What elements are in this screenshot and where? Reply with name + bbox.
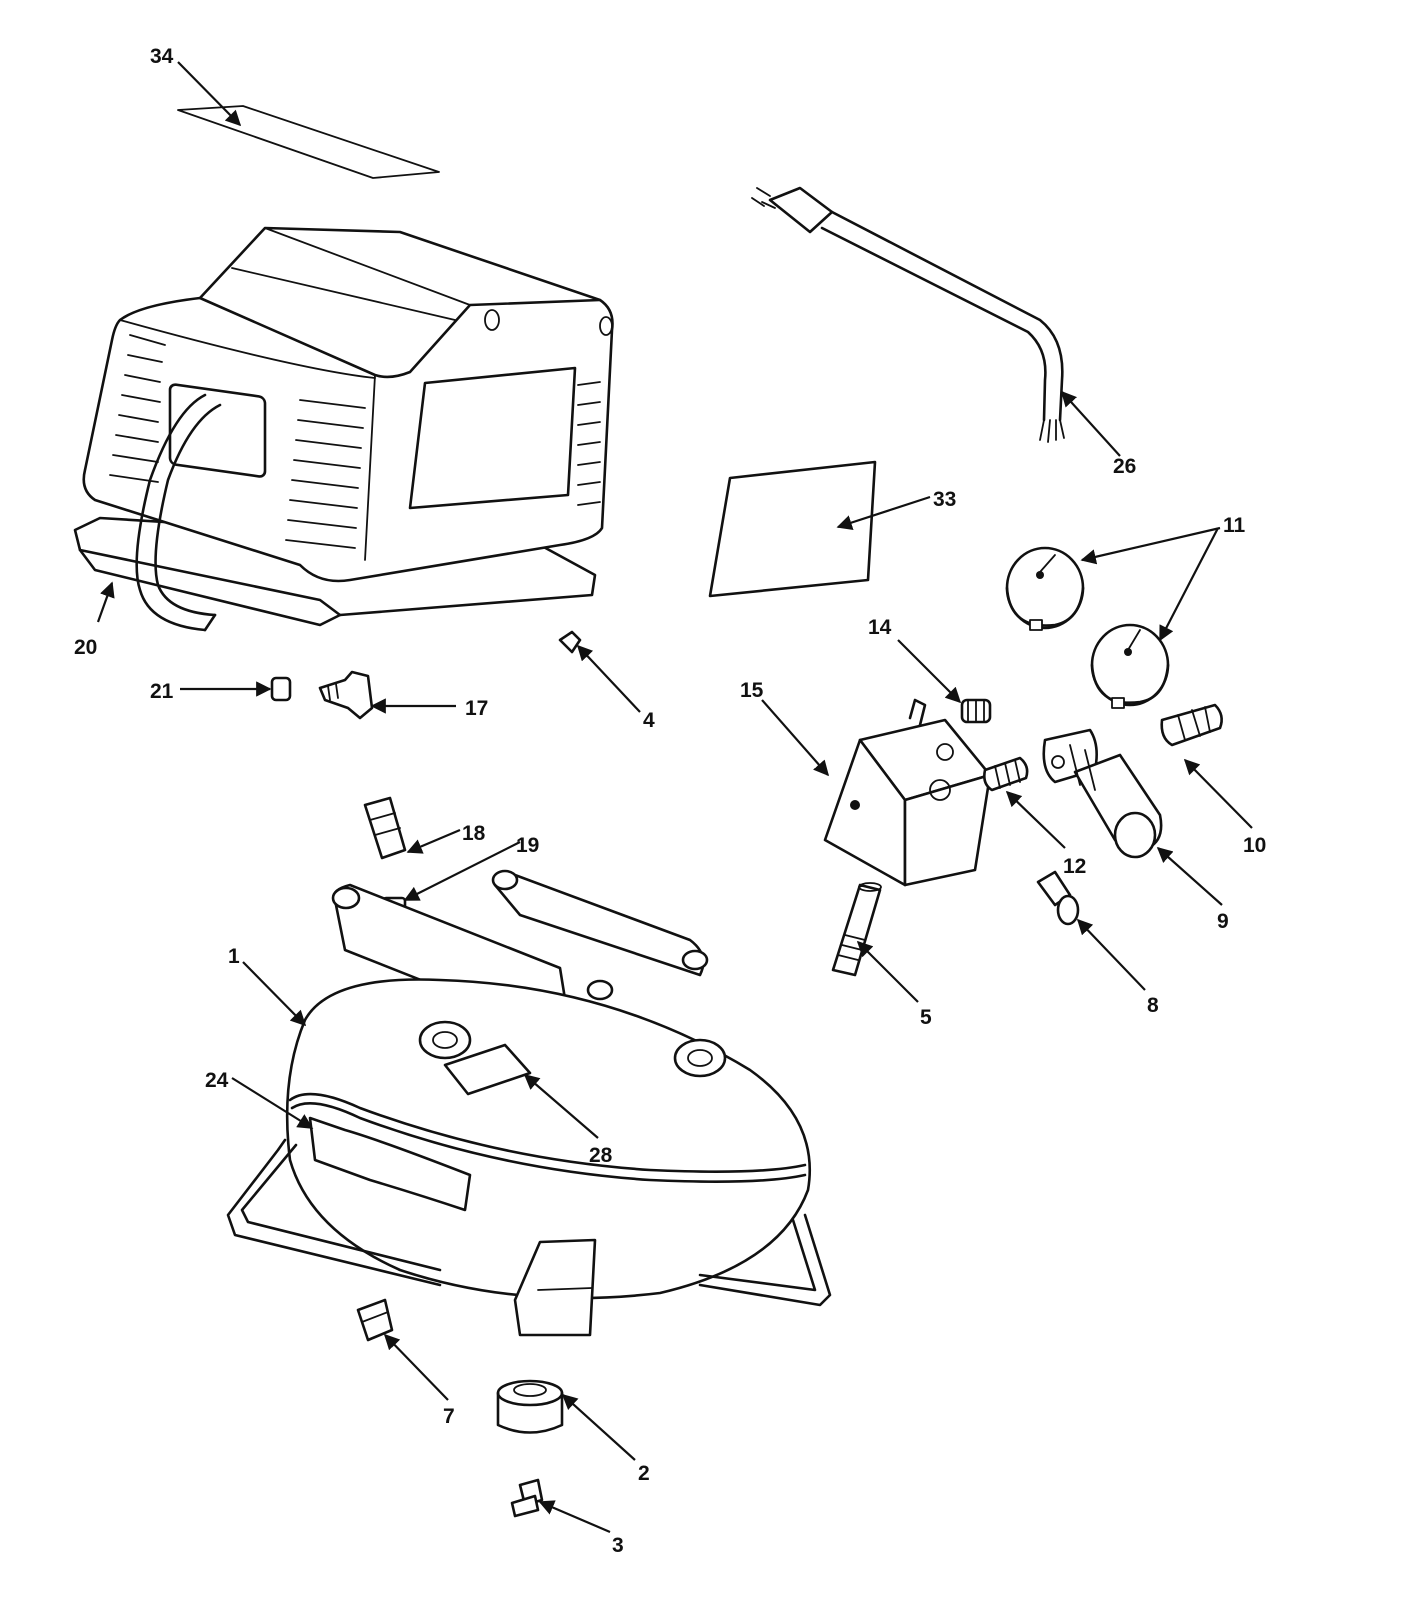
leader-2 [561, 1393, 636, 1461]
part-5-nipple [831, 882, 882, 977]
leader-33 [836, 495, 931, 531]
callout-18: 18 [462, 822, 486, 845]
part-1-tank [226, 869, 832, 1337]
leader-15 [761, 699, 830, 777]
callout-4: 4 [643, 709, 655, 732]
leader-11a [1080, 526, 1221, 565]
callout-17: 17 [465, 697, 488, 720]
callout-3: 3 [612, 1534, 624, 1557]
callout-15: 15 [740, 679, 764, 702]
leader-34 [177, 61, 242, 127]
leader-11b [1159, 527, 1219, 642]
part-12-nipple [983, 756, 1029, 792]
part-9-regulator [1042, 728, 1163, 859]
part-4-screw [558, 630, 582, 654]
callout-21: 21 [150, 680, 174, 703]
leader-10 [1183, 758, 1253, 829]
callout-20: 20 [74, 636, 97, 659]
part-34-decal [177, 105, 440, 179]
part-18-check-valve [363, 796, 407, 860]
leader-lines [96, 61, 1253, 1534]
leader-12 [1005, 790, 1066, 849]
callout-28: 28 [589, 1144, 613, 1167]
callout-11: 11 [1223, 514, 1246, 537]
part-11-gauges [1005, 546, 1170, 709]
leader-24 [231, 1077, 314, 1129]
callout-14: 14 [868, 616, 892, 639]
part-8-safety-valve [1036, 870, 1080, 926]
part-33-label [708, 460, 877, 598]
leader-26 [1060, 390, 1121, 457]
callout-5: 5 [920, 1006, 932, 1029]
part-17-elbow [318, 670, 374, 720]
part-14-fitting [960, 698, 992, 724]
leader-5 [856, 940, 919, 1003]
leader-9 [1156, 846, 1223, 906]
leader-8 [1076, 918, 1146, 991]
part-7-drain-valve [356, 1298, 394, 1342]
part-15-pressure-switch [823, 698, 992, 887]
callout-1: 1 [228, 945, 240, 968]
callout-2: 2 [638, 1462, 650, 1485]
callout-24: 24 [205, 1069, 229, 1092]
callout-8: 8 [1147, 994, 1159, 1017]
leader-19 [403, 841, 521, 901]
callout-7: 7 [443, 1405, 455, 1428]
leader-14 [897, 639, 962, 704]
callout-12: 12 [1063, 855, 1086, 878]
part-10-fitting [1160, 703, 1223, 747]
callout-33: 33 [933, 488, 956, 511]
leader-4 [576, 644, 641, 713]
callout-labels: 34 26 33 11 20 21 17 4 14 15 10 12 9 18 … [74, 45, 1266, 1557]
callout-10: 10 [1243, 834, 1266, 857]
leader-18 [406, 828, 461, 854]
callout-19: 19 [516, 834, 539, 857]
part-21-nut [270, 676, 292, 702]
leader-20 [96, 581, 115, 623]
callout-34: 34 [150, 45, 174, 68]
part-26-power-cord [751, 186, 1065, 443]
part-3-bolt [510, 1478, 544, 1518]
part-shroud-cover [73, 226, 614, 632]
callout-9: 9 [1217, 910, 1229, 933]
leader-7 [383, 1333, 449, 1401]
leader-1 [242, 961, 307, 1027]
part-2-foot-pad [496, 1379, 564, 1434]
leader-3 [538, 1500, 611, 1534]
callout-26: 26 [1113, 455, 1136, 478]
leader-28 [523, 1073, 599, 1139]
